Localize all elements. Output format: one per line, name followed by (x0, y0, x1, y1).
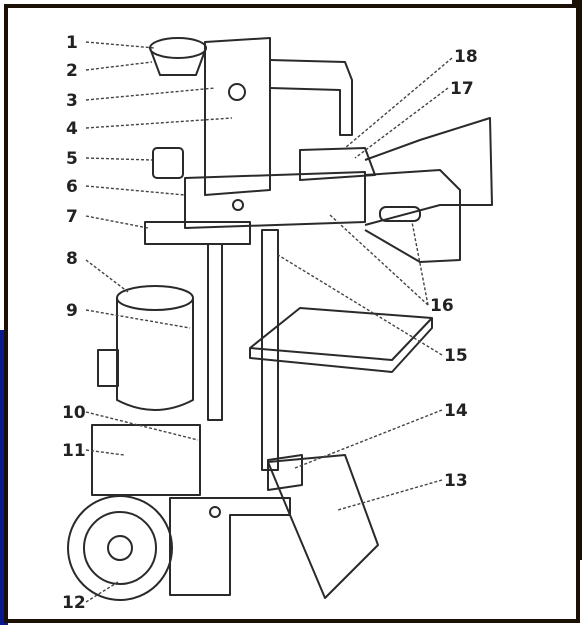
callout-7: 7 (66, 207, 78, 227)
leader-5 (85, 157, 153, 161)
callout-11: 11 (62, 441, 86, 461)
callout-5: 5 (66, 149, 78, 169)
callout-16: 16 (430, 296, 454, 316)
motor-body (116, 298, 194, 411)
beam-hole (232, 199, 244, 211)
wheel-tread (83, 511, 157, 585)
callout-4: 4 (66, 119, 78, 139)
leader-2 (85, 61, 153, 71)
callout-12: 12 (62, 593, 86, 613)
callout-8: 8 (66, 249, 78, 269)
wheel-hub (107, 535, 133, 561)
callout-15: 15 (444, 346, 468, 366)
splitting-beam (184, 171, 366, 229)
leader-8 (85, 259, 129, 293)
motor-top (116, 285, 194, 311)
leader-12 (85, 581, 119, 603)
leader-13 (337, 479, 443, 511)
callout-18: 18 (454, 47, 478, 67)
base-frame (169, 497, 291, 596)
callout-labels: 1 2 3 4 5 6 7 8 9 10 11 12 13 14 15 16 1… (62, 33, 478, 613)
top-cap (149, 37, 207, 59)
wheel-outer (67, 495, 173, 601)
top-guard (269, 59, 353, 136)
column-post-right (261, 229, 279, 471)
column-post-left (207, 243, 223, 421)
leader-16 (329, 214, 429, 306)
motor-box (97, 349, 119, 387)
leader-6 (85, 185, 186, 196)
leader-9 (85, 309, 191, 329)
cap-stem (149, 47, 207, 76)
rear-leg (267, 454, 379, 599)
leader-17 (354, 87, 449, 159)
leader-14 (294, 409, 443, 469)
base-hole (209, 506, 221, 518)
main-column (204, 37, 271, 196)
wedge-block (152, 147, 184, 179)
oil-tank (91, 424, 201, 496)
leader-1 (85, 41, 156, 49)
guard-slot (379, 206, 421, 222)
leader-4 (85, 117, 233, 129)
machine-drawing (67, 37, 493, 601)
control-lever (267, 454, 303, 491)
leader-18 (344, 57, 453, 149)
push-plate (299, 147, 376, 181)
callout-10: 10 (62, 403, 86, 423)
leader-7 (85, 215, 149, 229)
column-hole (228, 83, 246, 101)
right-arm (364, 117, 493, 226)
leader-10 (85, 411, 199, 441)
callout-2: 2 (66, 61, 78, 81)
callout-3: 3 (66, 91, 78, 111)
log-guard (364, 169, 461, 263)
callout-9: 9 (66, 301, 78, 321)
side-guide (144, 221, 251, 245)
callout-1: 1 (66, 33, 78, 53)
leader-3 (85, 87, 216, 101)
callout-17: 17 (450, 79, 474, 99)
table-edge (249, 318, 433, 373)
leader-16b (411, 221, 429, 306)
leader-15 (277, 254, 443, 356)
callout-14: 14 (444, 401, 468, 421)
leader-lines (85, 41, 453, 603)
leader-11 (85, 449, 125, 456)
callout-6: 6 (66, 177, 78, 197)
callout-13: 13 (444, 471, 468, 491)
